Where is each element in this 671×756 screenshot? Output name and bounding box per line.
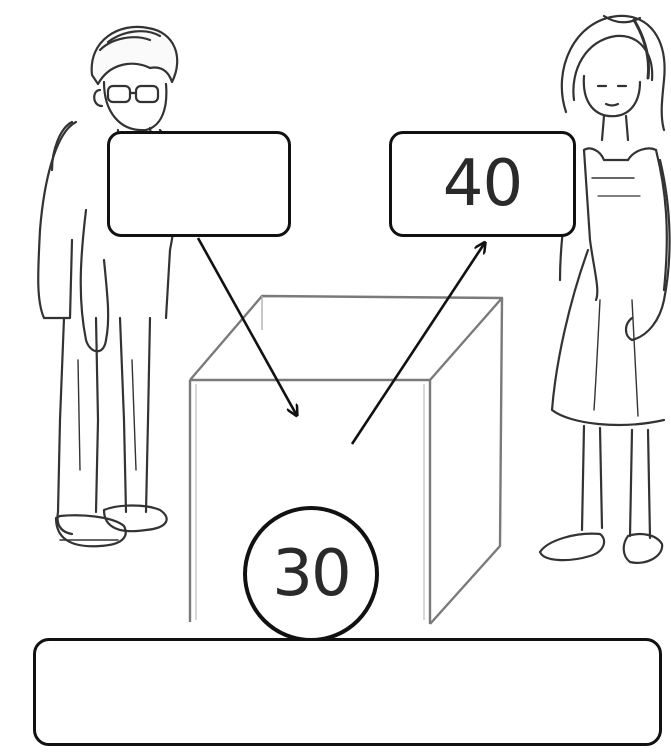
output-arrow-icon [350,244,484,445]
answer-bar[interactable] [33,638,662,746]
output-value: 40 [442,147,523,221]
output-value-box: 40 [389,131,576,237]
input-value-box[interactable] [107,131,291,237]
rule-value: 30 [272,537,351,611]
function-machine-box-icon [188,294,504,625]
rule-value-circle: 30 [243,506,379,642]
girl-figure-icon [538,14,671,564]
input-arrow-icon [196,237,296,414]
boy-figure-icon [37,25,179,548]
